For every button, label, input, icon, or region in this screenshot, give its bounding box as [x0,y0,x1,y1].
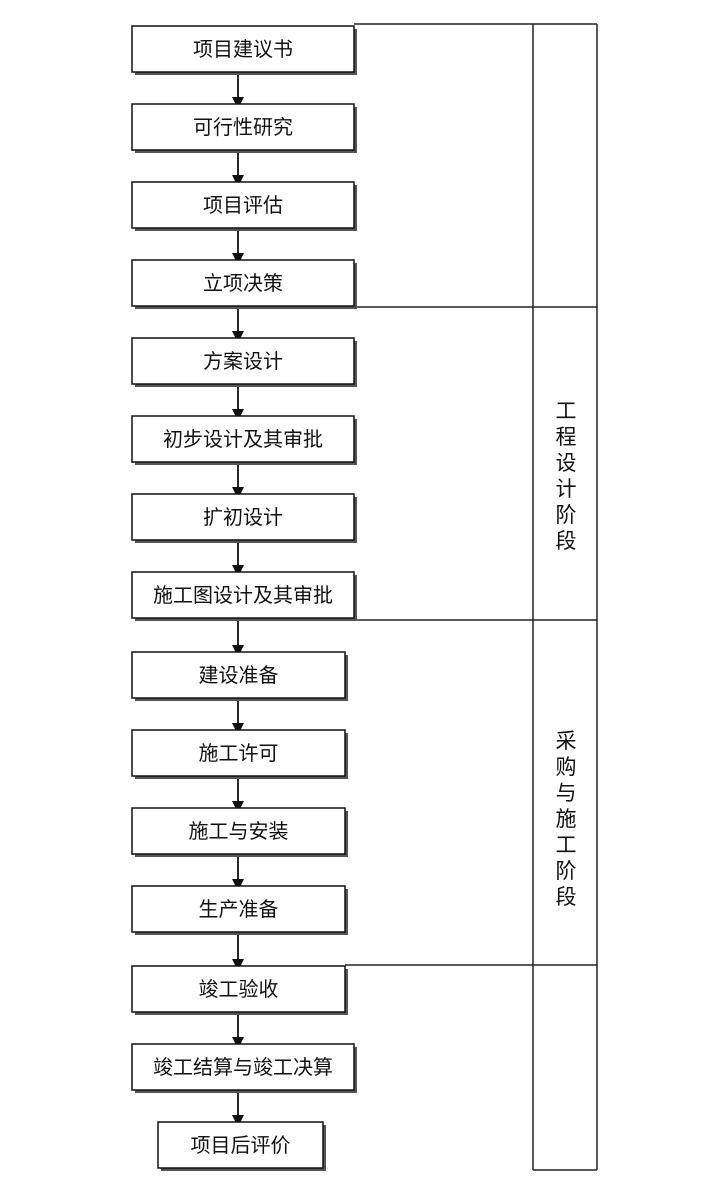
step-box [157,1121,324,1169]
flow-step: 施工图设计及其审批 [131,571,357,621]
flow-step: 项目后评价 [157,1121,326,1171]
step-box [131,729,346,777]
flow-step: 竣工结算与竣工决算 [131,1043,357,1093]
step-box [131,885,346,933]
flow-step: 立项决策 [131,259,357,309]
step-box [131,493,355,541]
step-label: 可行性研究 [193,115,293,139]
flow-step: 可行性研究 [131,103,357,153]
flow-step: 施工与安装 [131,807,348,857]
step-label: 竣工验收 [199,977,279,1001]
step-label: 立项决策 [203,271,283,295]
phase-label: 采购与施工阶段 [556,729,577,909]
step-label: 施工许可 [199,741,279,765]
flow-steps: 项目建议书可行性研究项目评估立项决策方案设计初步设计及其审批扩初设计施工图设计及… [131,25,357,1171]
flow-step: 竣工验收 [131,965,348,1015]
phase-label: 工程设计阶段 [556,399,577,553]
step-box [131,259,355,307]
step-label: 初步设计及其审批 [163,427,323,451]
step-box [131,807,346,855]
flow-step: 施工许可 [131,729,348,779]
step-box [131,965,346,1013]
step-box [131,337,355,385]
step-box [131,25,355,73]
step-label: 项目建议书 [193,37,293,61]
step-label: 建设准备 [199,663,279,687]
phase-column [345,23,598,1171]
step-label: 施工与安装 [189,819,289,843]
flow-step: 生产准备 [131,885,348,935]
flow-step: 建设准备 [131,651,348,701]
step-label: 扩初设计 [203,505,283,529]
flow-step: 项目评估 [131,181,357,231]
step-box [131,571,355,619]
flow-step: 扩初设计 [131,493,357,543]
flow-step: 项目建议书 [131,25,357,75]
step-box [131,1043,355,1091]
flow-step: 方案设计 [131,337,357,387]
step-label: 项目后评价 [191,1133,291,1157]
flow-step: 初步设计及其审批 [131,415,357,465]
step-label: 生产准备 [199,897,279,921]
step-label: 项目评估 [203,193,283,217]
step-box [131,651,346,699]
step-box [131,181,355,229]
step-label: 竣工结算与竣工决算 [153,1055,333,1079]
step-box [131,103,355,151]
step-label: 方案设计 [203,349,283,373]
step-box [131,415,355,463]
step-label: 施工图设计及其审批 [153,583,333,607]
